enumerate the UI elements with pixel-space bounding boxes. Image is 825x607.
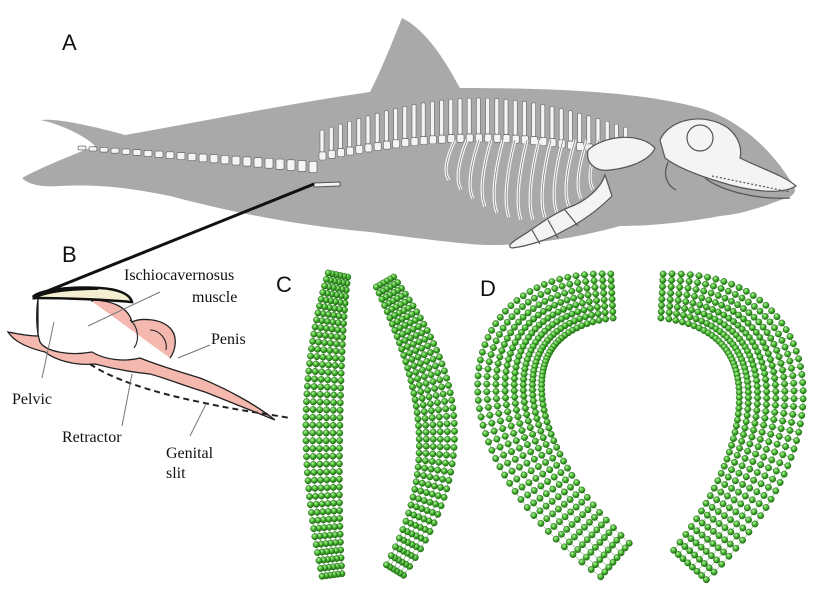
pointer-line — [39, 182, 315, 296]
label-retractor: Retractor — [62, 429, 122, 446]
skull — [659, 118, 797, 199]
panel-b: B Ischiocavernosus muscle Penis Pelvic R… — [6, 242, 291, 482]
pelvic-bone-b — [32, 286, 98, 300]
pelvic-bone-a — [313, 181, 341, 188]
label-leaders — [41, 291, 211, 437]
panel-letter-c: C — [276, 272, 292, 297]
label-penis: Penis — [211, 331, 246, 348]
mesh-model-c — [302, 269, 458, 580]
label-pelvic: Pelvic — [12, 391, 52, 408]
flipper-bones — [509, 136, 656, 249]
penis-body — [6, 297, 276, 421]
panel-c: C — [276, 269, 458, 580]
panel-d: D — [474, 270, 807, 584]
panel-letter-b: B — [62, 242, 77, 267]
spinal-column — [318, 97, 630, 221]
label-ischiocavernosus-2: muscle — [192, 289, 237, 306]
caudal-vertebrae — [77, 145, 318, 173]
label-slit: slit — [166, 465, 186, 482]
panel-letter-d: D — [480, 276, 496, 301]
genital-slit-line — [89, 363, 291, 419]
label-ischiocavernosus-1: Ischiocavernosus — [124, 267, 234, 284]
panel-a: A — [22, 18, 797, 249]
mesh-model-d — [474, 270, 807, 584]
panel-letter-a: A — [62, 30, 77, 55]
label-genital: Genital — [166, 445, 214, 462]
